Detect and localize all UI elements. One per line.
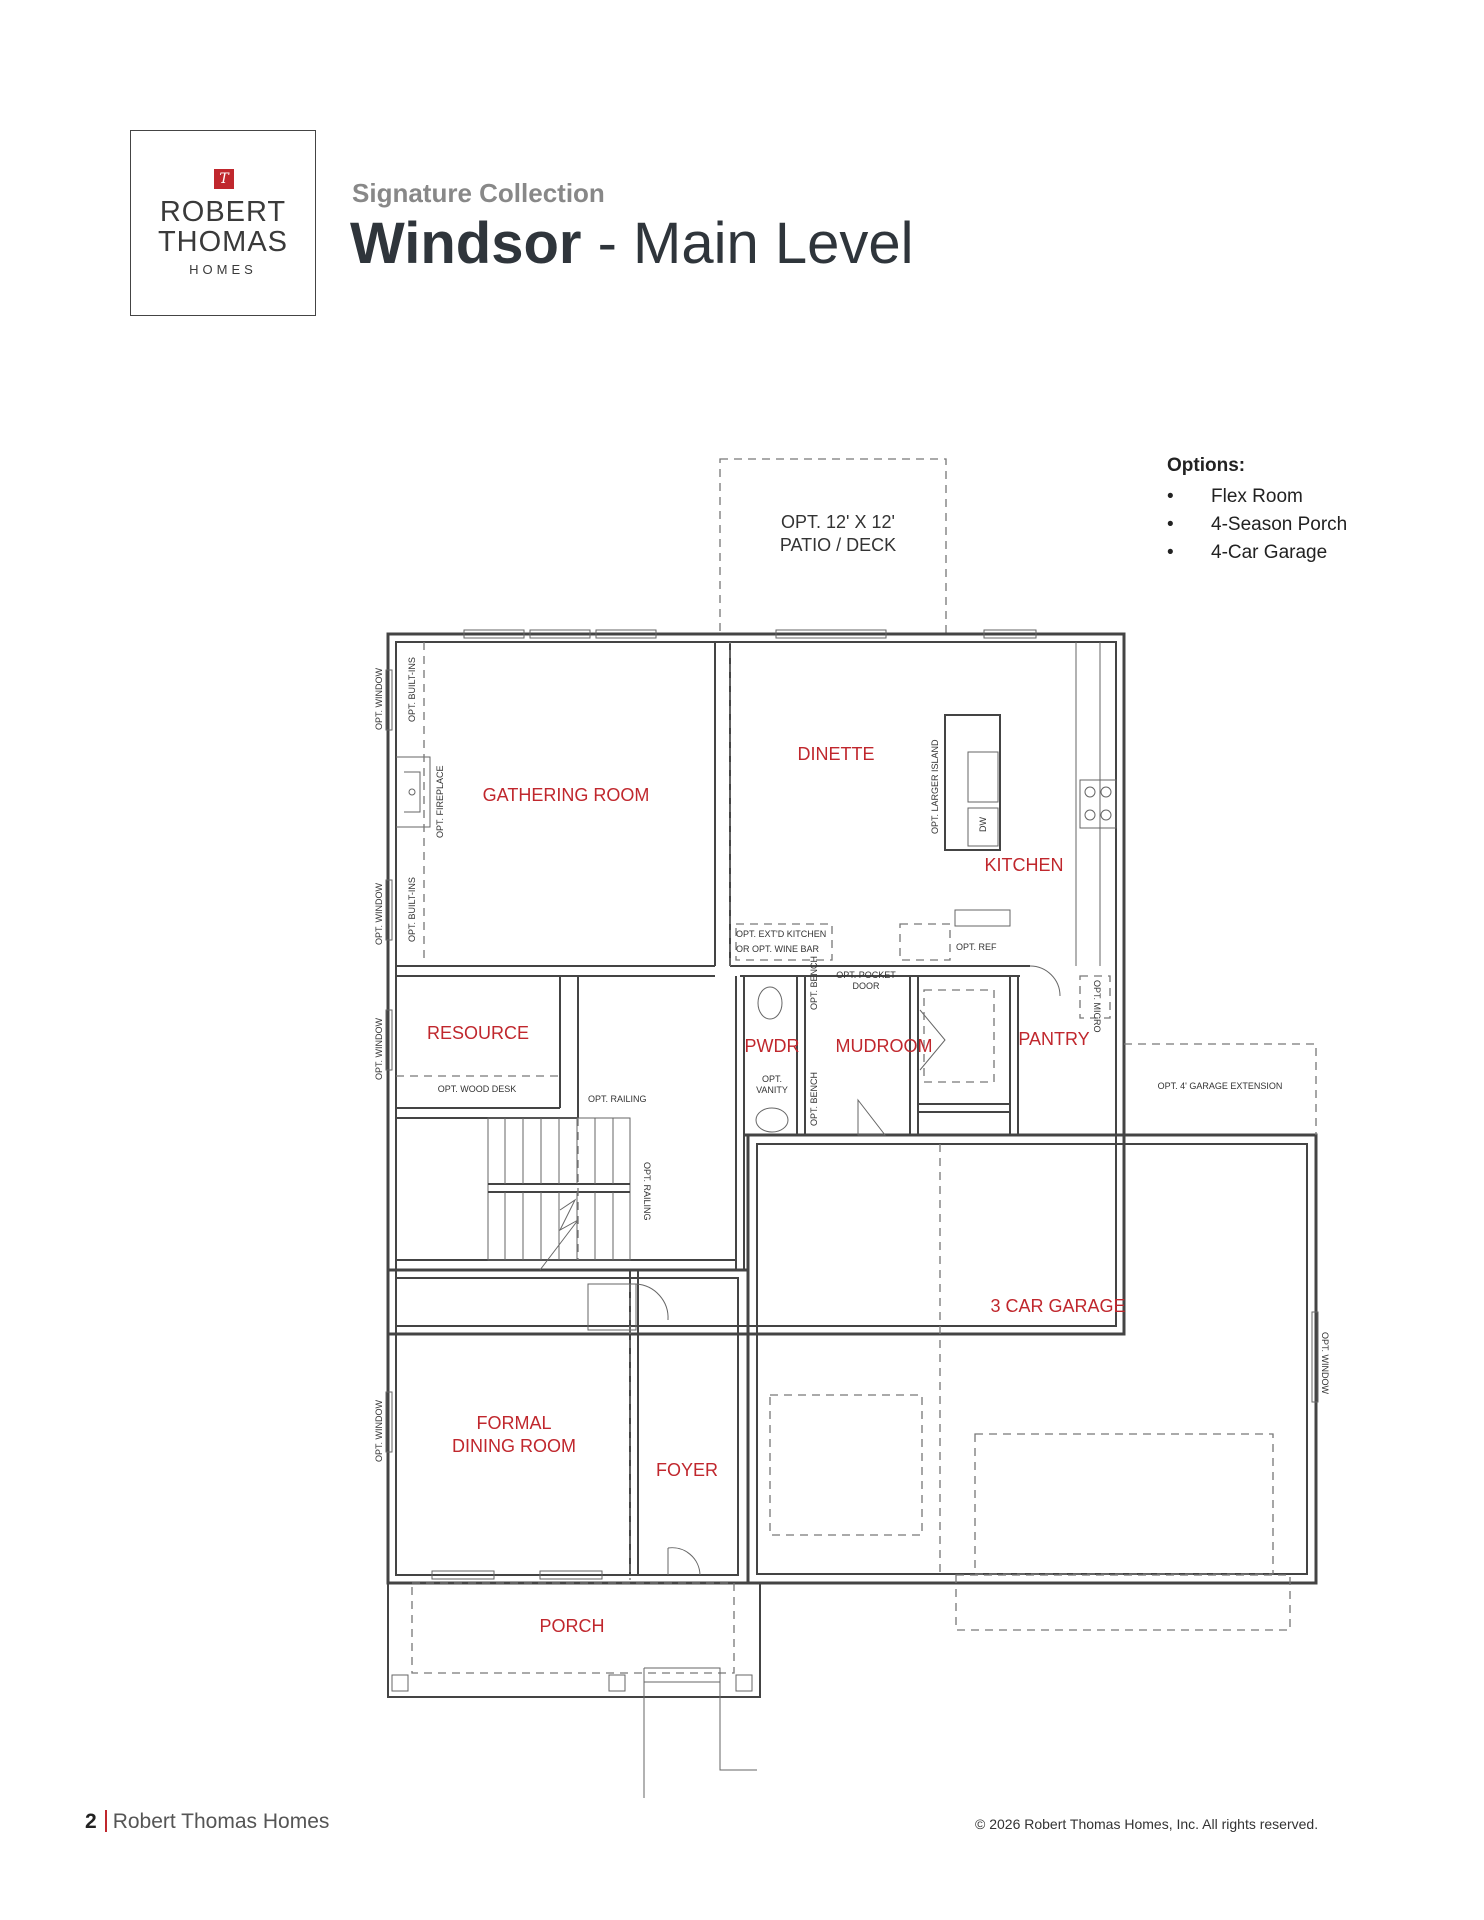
garage-walls	[746, 1133, 1318, 1585]
note-opt-builtins: OPT. BUILT-INS	[407, 877, 417, 942]
range-icon	[1079, 779, 1117, 829]
option-item: 4-Car Garage	[1167, 539, 1347, 567]
note-opt-ref: OPT. REF	[956, 942, 997, 952]
note-opt-wood-desk: OPT. WOOD DESK	[438, 1084, 517, 1094]
room-label-mudroom: MUDROOM	[836, 1036, 933, 1056]
brand-logo: T ROBERT THOMAS HOMES	[130, 130, 316, 316]
toilet-icon	[757, 986, 783, 1020]
vanity-icon	[755, 1107, 789, 1133]
note-opt-window: OPT. WINDOW	[374, 668, 384, 730]
note-opt-bench: OPT. BENCH	[809, 956, 819, 1010]
page-number: 2	[85, 1810, 97, 1833]
room-label-kitchen: KITCHEN	[984, 855, 1063, 875]
kitchen-island	[944, 714, 1001, 851]
options-heading: Options:	[1167, 455, 1246, 476]
note-opt-railing: OPT. RAILING	[588, 1094, 647, 1104]
note-opt-vanity: VANITY	[756, 1085, 788, 1095]
note-opt-window: OPT. WINDOW	[374, 883, 384, 945]
page-title: Windsor - Main Level	[350, 210, 914, 277]
note-opt-railing: OPT. RAILING	[642, 1162, 652, 1221]
room-label-gathering: GATHERING ROOM	[483, 785, 650, 805]
logo-text-homes: HOMES	[189, 262, 257, 277]
option-item: Flex Room	[1167, 483, 1347, 511]
note-opt-fireplace: OPT. FIREPLACE	[435, 765, 445, 838]
room-label-dining: FORMAL	[476, 1413, 551, 1433]
monogram-icon: T	[214, 169, 234, 189]
option-item: 4-Season Porch	[1167, 511, 1347, 539]
footer-left: 2 Robert Thomas Homes	[85, 1810, 329, 1834]
note-pocket-door: DOOR	[853, 981, 881, 991]
logo-text-robert: ROBERT	[159, 196, 287, 228]
note-pocket-door: OPT. POCKET	[836, 970, 896, 980]
note-opt-window: OPT. WINDOW	[1320, 1332, 1330, 1394]
room-label-garage: 3 CAR GARAGE	[990, 1296, 1125, 1316]
note-opt-window: OPT. WINDOW	[374, 1018, 384, 1080]
note-opt-window: OPT. WINDOW	[374, 1400, 384, 1462]
windows	[385, 629, 1319, 1580]
dishwasher-icon	[967, 807, 999, 847]
note-opt-micro: OPT. MICRO	[1092, 980, 1102, 1033]
garage-extension-outline	[1124, 1043, 1317, 1135]
porch-outline	[411, 1582, 735, 1674]
note-opt-vanity: OPT.	[762, 1074, 782, 1084]
note-ext-kitchen: OPT. EXT'D KITCHEN	[736, 929, 826, 939]
note-opt-builtins: OPT. BUILT-INS	[407, 657, 417, 722]
logo-text-thomas: THOMAS	[157, 226, 289, 258]
fireplace	[396, 756, 431, 828]
note-garage-extension: OPT. 4' GARAGE EXTENSION	[1158, 1081, 1283, 1091]
room-label-resource: RESOURCE	[427, 1023, 529, 1043]
plan-name: Windsor	[350, 211, 582, 276]
note-wine-bar: OR OPT. WINE BAR	[736, 944, 820, 954]
room-label-porch: PORCH	[539, 1616, 604, 1636]
note-opt-larger-island: OPT. LARGER ISLAND	[930, 739, 940, 834]
opt-patio-outline	[719, 458, 947, 635]
note-dw: DW	[978, 817, 988, 832]
front-door-swing	[667, 1547, 701, 1576]
collection-name: Signature Collection	[352, 178, 605, 208]
patio-label: OPT. 12' X 12'	[781, 512, 895, 532]
room-label-pwdr: PWDR	[745, 1036, 800, 1056]
level-name: - Main Level	[581, 211, 914, 276]
room-label-pantry: PANTRY	[1018, 1029, 1089, 1049]
footer-company: Robert Thomas Homes	[112, 1810, 330, 1833]
footer-divider	[104, 1810, 107, 1832]
room-label-foyer: FOYER	[656, 1460, 718, 1480]
staircase	[487, 1117, 631, 1271]
note-opt-bench: OPT. BENCH	[809, 1072, 819, 1126]
footer-copyright: © 2026 Robert Thomas Homes, Inc. All rig…	[975, 1816, 1319, 1832]
sink-icon	[967, 751, 999, 803]
patio-label: PATIO / DECK	[780, 535, 896, 555]
room-label-dining: DINING ROOM	[452, 1436, 576, 1456]
room-label-dinette: DINETTE	[797, 744, 874, 764]
options-list: Options: Flex Room 4-Season Porch 4-Car …	[1167, 455, 1347, 567]
door-swing	[857, 1098, 887, 1136]
